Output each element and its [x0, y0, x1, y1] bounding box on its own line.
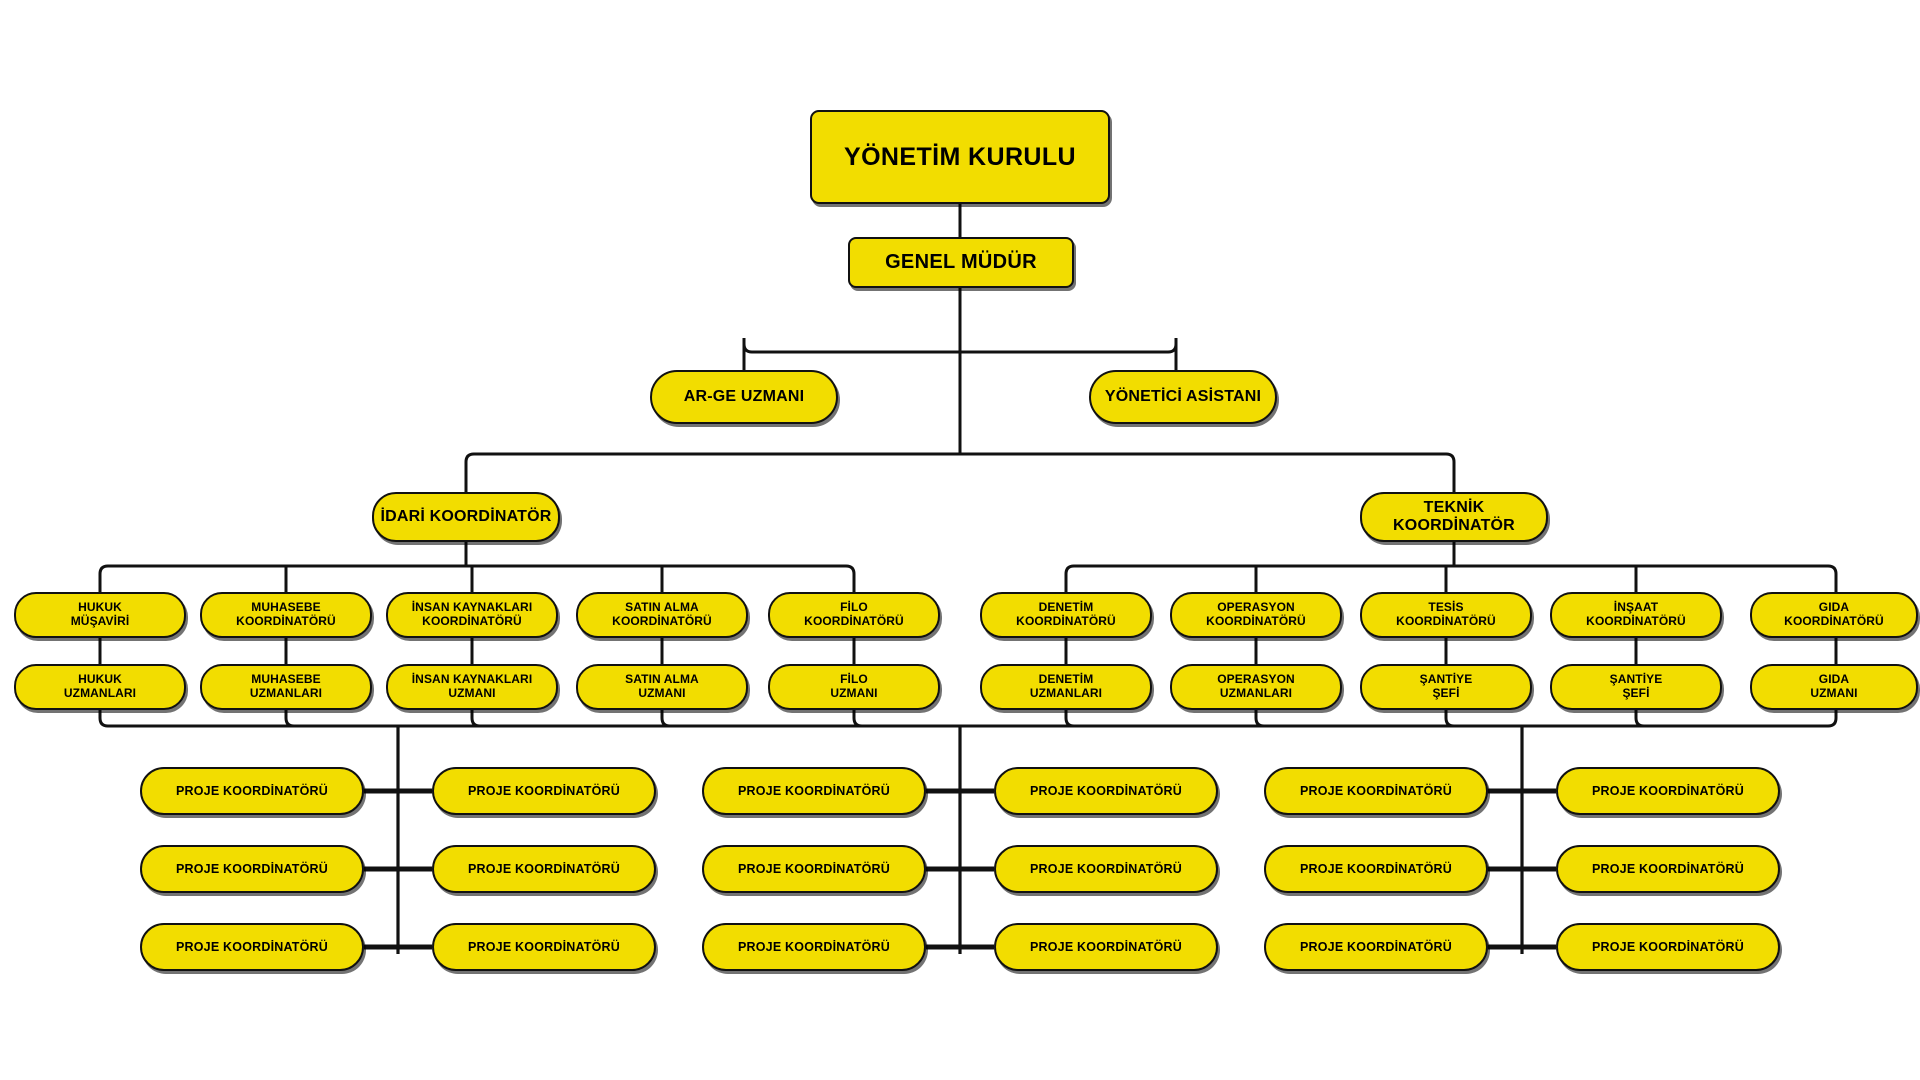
node-specialist-hukuk-uzmanlari[interactable]: HUKUK UZMANLARI [14, 664, 186, 710]
node-project-coordinator-g2-r2-right[interactable]: PROJE KOORDİNATÖRÜ [994, 845, 1218, 893]
node-project-coordinator-g3-r2-left[interactable]: PROJE KOORDİNATÖRÜ [1264, 845, 1488, 893]
node-board[interactable]: YÖNETİM KURULU [810, 110, 1110, 204]
node-department-tesis-koordinatoru[interactable]: TESİS KOORDİNATÖRÜ [1360, 592, 1532, 638]
node-project-coordinator-g1-r1-left[interactable]: PROJE KOORDİNATÖRÜ [140, 767, 364, 815]
node-project-coordinator-g1-r3-left[interactable]: PROJE KOORDİNATÖRÜ [140, 923, 364, 971]
node-staff-ar-ge-uzmani[interactable]: AR-GE UZMANI [650, 370, 838, 424]
node-specialist-operasyon-uzmanlari[interactable]: OPERASYON UZMANLARI [1170, 664, 1342, 710]
node-general-manager[interactable]: GENEL MÜDÜR [848, 237, 1074, 288]
node-specialist-insan-kaynaklari-uzmani[interactable]: İNSAN KAYNAKLARI UZMANI [386, 664, 558, 710]
node-coordinator-teknik[interactable]: TEKNİK KOORDİNATÖR [1360, 492, 1548, 542]
node-specialist-satin-alma-uzmani[interactable]: SATIN ALMA UZMANI [576, 664, 748, 710]
node-project-coordinator-g1-r1-right[interactable]: PROJE KOORDİNATÖRÜ [432, 767, 656, 815]
node-department-muhasebe-koordinatoru[interactable]: MUHASEBE KOORDİNATÖRÜ [200, 592, 372, 638]
node-project-coordinator-g1-r2-right[interactable]: PROJE KOORDİNATÖRÜ [432, 845, 656, 893]
node-project-coordinator-g2-r3-left[interactable]: PROJE KOORDİNATÖRÜ [702, 923, 926, 971]
node-specialist-muhasebe-uzmanlari[interactable]: MUHASEBE UZMANLARI [200, 664, 372, 710]
node-department-filo-koordinatoru[interactable]: FİLO KOORDİNATÖRÜ [768, 592, 940, 638]
node-project-coordinator-g1-r2-left[interactable]: PROJE KOORDİNATÖRÜ [140, 845, 364, 893]
node-project-coordinator-g3-r2-right[interactable]: PROJE KOORDİNATÖRÜ [1556, 845, 1780, 893]
node-department-insaat-koordinatoru[interactable]: İNŞAAT KOORDİNATÖRÜ [1550, 592, 1722, 638]
node-project-coordinator-g1-r3-right[interactable]: PROJE KOORDİNATÖRÜ [432, 923, 656, 971]
node-specialist-gida-uzmani[interactable]: GIDA UZMANI [1750, 664, 1918, 710]
node-department-insan-kaynaklari-koordinatoru[interactable]: İNSAN KAYNAKLARI KOORDİNATÖRÜ [386, 592, 558, 638]
node-department-gida-koordinatoru[interactable]: GIDA KOORDİNATÖRÜ [1750, 592, 1918, 638]
node-project-coordinator-g2-r1-left[interactable]: PROJE KOORDİNATÖRÜ [702, 767, 926, 815]
node-department-hukuk-musaviri[interactable]: HUKUK MÜŞAVİRİ [14, 592, 186, 638]
node-specialist-santiye-sefi-insaat[interactable]: ŞANTİYE ŞEFİ [1550, 664, 1722, 710]
node-specialist-denetim-uzmanlari[interactable]: DENETİM UZMANLARI [980, 664, 1152, 710]
node-project-coordinator-g3-r1-left[interactable]: PROJE KOORDİNATÖRÜ [1264, 767, 1488, 815]
node-specialist-filo-uzmani[interactable]: FİLO UZMANI [768, 664, 940, 710]
node-coordinator-idari[interactable]: İDARİ KOORDİNATÖR [372, 492, 560, 542]
node-department-denetim-koordinatoru[interactable]: DENETİM KOORDİNATÖRÜ [980, 592, 1152, 638]
node-project-coordinator-g2-r1-right[interactable]: PROJE KOORDİNATÖRÜ [994, 767, 1218, 815]
node-project-coordinator-g2-r3-right[interactable]: PROJE KOORDİNATÖRÜ [994, 923, 1218, 971]
node-project-coordinator-g2-r2-left[interactable]: PROJE KOORDİNATÖRÜ [702, 845, 926, 893]
node-staff-yonetici-asistani[interactable]: YÖNETİCİ ASİSTANI [1089, 370, 1277, 424]
node-project-coordinator-g3-r3-left[interactable]: PROJE KOORDİNATÖRÜ [1264, 923, 1488, 971]
node-project-coordinator-g3-r3-right[interactable]: PROJE KOORDİNATÖRÜ [1556, 923, 1780, 971]
node-department-operasyon-koordinatoru[interactable]: OPERASYON KOORDİNATÖRÜ [1170, 592, 1342, 638]
node-department-satin-alma-koordinatoru[interactable]: SATIN ALMA KOORDİNATÖRÜ [576, 592, 748, 638]
node-project-coordinator-g3-r1-right[interactable]: PROJE KOORDİNATÖRÜ [1556, 767, 1780, 815]
node-specialist-santiye-sefi-tesis[interactable]: ŞANTİYE ŞEFİ [1360, 664, 1532, 710]
